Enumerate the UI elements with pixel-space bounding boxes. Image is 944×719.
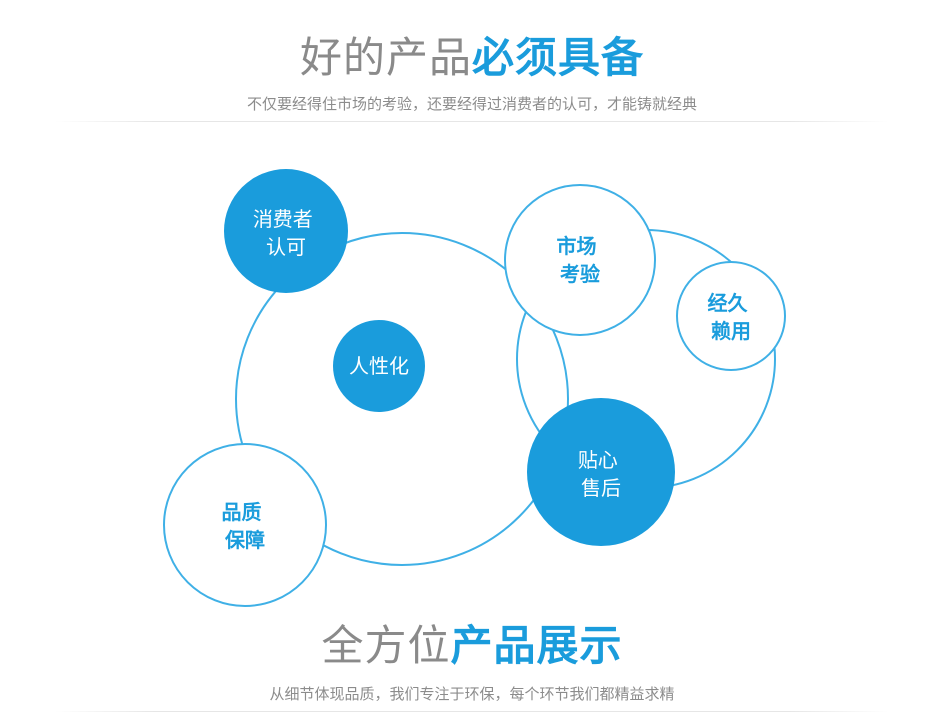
section-subtitle: 从细节体现品质，我们专注于环保，每个环节我们都精益求精: [269, 685, 675, 703]
node-consumer-line-1: 消费者: [253, 207, 313, 231]
node-humanized: 人性化: [333, 320, 425, 412]
node-durable: 经久 赖用: [676, 261, 786, 371]
section-title-light: 全方位: [321, 621, 451, 670]
node-humanized-line-1: 人性化: [349, 354, 409, 378]
node-consumer: 消费者 认可: [224, 169, 348, 293]
section-title: 全方位产品展示: [0, 618, 944, 674]
page-title-bold: 必须具备: [472, 33, 645, 82]
svg-text:人性化: 人性化: [349, 354, 409, 378]
node-durable-line-2: 赖用: [711, 319, 751, 343]
node-quality: 品质 保障: [163, 443, 327, 607]
svg-text:消费者 认可: 消费者 认可: [253, 207, 319, 259]
section-title-bold: 产品展示: [450, 621, 623, 670]
node-consumer-line-2: 认可: [266, 235, 306, 259]
node-durable-line-1: 经久: [708, 291, 749, 315]
node-market-line-2: 考验: [560, 262, 600, 286]
node-service: 贴心 售后: [527, 398, 675, 546]
svg-text:市场 考验: 市场 考验: [557, 234, 604, 286]
node-service-line-2: 售后: [581, 476, 621, 500]
svg-text:品质 保障: 品质 保障: [222, 500, 269, 552]
node-quality-line-2: 保障: [224, 528, 265, 552]
page-title-light: 好的产品: [299, 33, 472, 82]
svg-text:经久 赖用: 经久 赖用: [708, 291, 755, 343]
footer-divider: [55, 711, 889, 712]
node-market: 市场 考验: [504, 184, 656, 336]
node-service-line-1: 贴心: [578, 448, 618, 472]
page-subtitle: 不仅要经得住市场的考验，还要经得过消费者的认可，才能铸就经典: [246, 95, 697, 113]
node-quality-line-1: 品质: [222, 500, 262, 524]
large-connector-ring: [235, 232, 569, 566]
page-title: 好的产品必须具备: [0, 30, 944, 86]
svg-text:贴心 售后: 贴心 售后: [578, 448, 624, 500]
header-divider: [55, 121, 889, 122]
node-market-line-1: 市场: [557, 234, 597, 258]
